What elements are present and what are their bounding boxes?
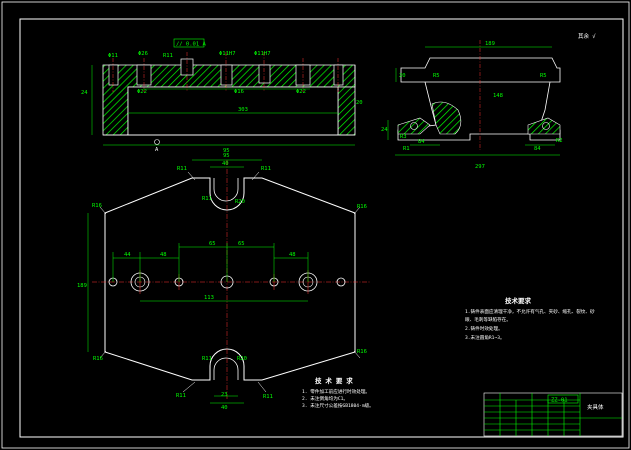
side-dim-84-right: 84 bbox=[534, 146, 541, 152]
side-dim-r2: R2 bbox=[556, 138, 563, 144]
front-dim-phi22-right: Φ22 bbox=[296, 89, 306, 95]
tech-requirements-bottom: 技 术 要 求 1. 零件加工前应进行时效处理。 2. 未注倒角均为C1。 3.… bbox=[302, 376, 374, 409]
plan-dim-40-bottom: 40 bbox=[221, 405, 228, 411]
side-dim-24: 24 bbox=[381, 127, 388, 133]
title-block: ZZ-01 夹具体 bbox=[483, 392, 623, 437]
tech-req-bottom-line-1: 1. 零件加工前应进行时效处理。 bbox=[302, 388, 370, 395]
plan-dim-r16-tl: R16 bbox=[92, 203, 102, 209]
plan-dim-r11-bottom-left: R11 bbox=[176, 393, 186, 399]
plan-dim-44: 44 bbox=[124, 252, 131, 258]
plan-dim-r11-top-inner: R11 bbox=[202, 196, 212, 202]
front-dim-phi11h7-a: Φ11H7 bbox=[219, 51, 236, 57]
front-dim-phi11: Φ11 bbox=[108, 53, 118, 59]
front-dim-phi16: Φ16 bbox=[234, 89, 244, 95]
plan-dim-r11-bottom-right: R11 bbox=[263, 394, 273, 400]
tech-req-bottom-line-3: 3. 未注尺寸公差按GB1804-m级。 bbox=[302, 402, 374, 409]
side-view: 189 R5 R5 20 148 R3 84 84 R2 R1 24 297 其… bbox=[381, 32, 596, 170]
front-dim-phi22-left: Φ22 bbox=[137, 89, 147, 95]
front-dim-303: 303 bbox=[238, 107, 248, 113]
front-dim-20: 20 bbox=[356, 100, 363, 106]
front-dim-r11: R11 bbox=[163, 53, 173, 59]
front-section-view: // 0.01 A A Φ11 Φ26 Φ11H7 Φ11H7 R11 Φ22 … bbox=[81, 38, 363, 154]
side-dim-189: 189 bbox=[485, 41, 495, 47]
side-dim-r5-right: R5 bbox=[540, 73, 547, 79]
tech-req-right-heading: 技术要求 bbox=[505, 296, 532, 305]
tech-req-bottom-heading: 技 术 要 求 bbox=[315, 376, 353, 385]
plan-dim-48-right: 48 bbox=[289, 252, 296, 258]
plan-dim-95: 95 bbox=[223, 153, 230, 159]
tech-req-bottom-line-2: 2. 未注倒角均为C1。 bbox=[302, 395, 348, 402]
plan-dim-65-right: 65 bbox=[238, 241, 245, 247]
side-dim-84-left: 84 bbox=[418, 139, 425, 145]
plan-dim-23: 23 bbox=[221, 392, 228, 398]
front-dim-phi11h7-b: Φ11H7 bbox=[254, 51, 271, 57]
datum-label: A bbox=[155, 147, 159, 153]
side-dim-148: 148 bbox=[493, 93, 503, 99]
side-dim-297: 297 bbox=[475, 164, 485, 170]
plan-dim-189: 189 bbox=[77, 283, 87, 289]
plan-dim-65-left: 65 bbox=[209, 241, 216, 247]
tech-req-right-line-3: 2.铸件时效处理。 bbox=[465, 325, 503, 332]
tech-requirements-right: 技术要求 1.铸件表面应清理干净，不允许有气孔、夹砂、缩孔、裂纹、砂 眼、毛刺等… bbox=[465, 296, 595, 341]
tech-req-right-line-4: 3.未注圆角R1~3。 bbox=[465, 334, 505, 341]
title-block-tag: ZZ-01 bbox=[551, 398, 568, 404]
plan-dim-r16-tr: R16 bbox=[357, 204, 367, 210]
inner-border bbox=[19, 18, 624, 438]
front-dim-width: 95 bbox=[223, 148, 230, 154]
front-dim-24: 24 bbox=[81, 90, 88, 96]
plan-dim-r11-top-right: R11 bbox=[261, 166, 271, 172]
plan-dim-r20-bottom: R20 bbox=[237, 356, 247, 362]
side-dim-r1: R1 bbox=[403, 146, 410, 152]
plan-dim-r11-bottom-inner: R11 bbox=[202, 356, 212, 362]
plan-dim-113: 113 bbox=[204, 295, 214, 301]
front-dim-phi26: Φ26 bbox=[138, 51, 148, 57]
side-dim-20: 20 bbox=[399, 73, 406, 79]
side-dim-r3: R3 bbox=[400, 134, 407, 140]
side-dim-r5-left: R5 bbox=[433, 73, 440, 79]
title-block-part-name: 夹具体 bbox=[587, 403, 604, 411]
tech-req-right-line-1: 1.铸件表面应清理干净，不允许有气孔、夹砂、缩孔、裂纹、砂 bbox=[465, 308, 595, 315]
tolerance-text: // 0.01 A bbox=[176, 42, 206, 48]
tolerance-frame bbox=[173, 38, 205, 48]
plan-dim-40-top: 40 bbox=[222, 161, 229, 167]
tech-req-right-line-2: 眼、毛刺等缺陷存在。 bbox=[465, 316, 511, 323]
plan-dim-r20-top: R20 bbox=[235, 199, 245, 205]
plan-dim-r16-bl: R16 bbox=[93, 356, 103, 362]
plan-dim-48-left: 48 bbox=[160, 252, 167, 258]
surface-finish-note: 其余 √ bbox=[578, 32, 596, 40]
plan-dim-r11-top-left: R11 bbox=[177, 166, 187, 172]
plan-dim-r16-br: R16 bbox=[357, 349, 367, 355]
plan-view: 95 40 R11 R11 R20 R11 R16 R16 R16 R16 44… bbox=[77, 153, 370, 411]
